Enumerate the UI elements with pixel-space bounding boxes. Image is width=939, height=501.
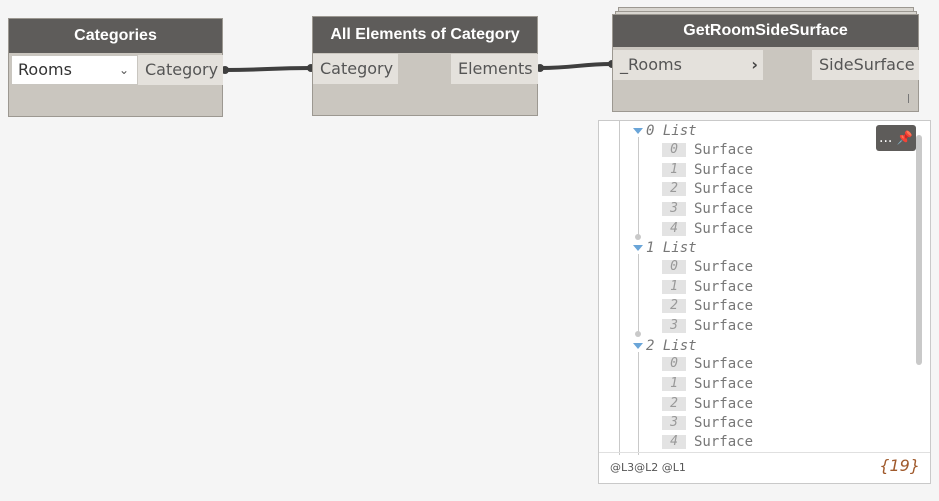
item-index: 2	[662, 299, 686, 313]
list-item: 1 Surface	[662, 374, 753, 394]
collapse-caret-icon[interactable]	[633, 245, 643, 251]
list-item: 2 Surface	[662, 296, 753, 316]
item-value: Surface	[694, 279, 754, 295]
item-index: 1	[662, 163, 686, 177]
categories-node-title: Categories	[9, 19, 222, 53]
get-room-side-surface-node[interactable]: GetRoomSideSurface _Rooms › SideSurface	[612, 14, 919, 112]
item-value: Surface	[694, 259, 754, 275]
tree-guide-line	[638, 137, 639, 237]
preview-footer: @L3@L2 @L1 {19}	[599, 452, 930, 483]
category-dropdown-value: Rooms	[18, 60, 72, 79]
get-room-input-port[interactable]: _Rooms ›	[613, 50, 763, 80]
list-item: 2 Surface	[662, 394, 753, 414]
tree-guide-dot	[635, 234, 641, 240]
node-stack-shadow	[618, 7, 914, 13]
item-index: 0	[662, 143, 686, 157]
item-value: Surface	[694, 396, 754, 412]
item-value: Surface	[694, 434, 754, 450]
item-index: 4	[662, 222, 686, 236]
item-count: {19}	[879, 456, 920, 475]
item-index: 0	[662, 357, 686, 371]
item-value: Surface	[694, 221, 754, 237]
item-value: Surface	[694, 162, 754, 178]
tree-guide-line	[619, 121, 620, 455]
collapse-caret-icon[interactable]	[633, 343, 643, 349]
list-item: 2 Surface	[662, 179, 753, 199]
item-index: 2	[662, 182, 686, 196]
list-item: 3 Surface	[662, 316, 753, 336]
item-index: 3	[662, 319, 686, 333]
categories-output-label: Category	[145, 60, 219, 79]
all-elements-output-port[interactable]: Elements	[451, 54, 538, 84]
list-item: 0 Surface	[662, 354, 753, 374]
all-elements-output-label: Elements	[458, 59, 533, 78]
item-index: 3	[662, 202, 686, 216]
list-header[interactable]: 1 List	[633, 238, 697, 258]
item-value: Surface	[694, 181, 754, 197]
chevron-right-icon: ›	[751, 55, 758, 74]
list-item: 0 Surface	[662, 257, 753, 277]
collapse-caret-icon[interactable]	[633, 128, 643, 134]
item-index: 4	[662, 435, 686, 449]
get-room-input-label: _Rooms	[620, 55, 682, 74]
list-header[interactable]: 0 List	[633, 121, 697, 141]
item-value: Surface	[694, 298, 754, 314]
get-room-node-title: GetRoomSideSurface	[613, 15, 918, 47]
lacing-indicator	[908, 94, 909, 103]
list-label: 1 List	[646, 240, 697, 256]
item-value: Surface	[694, 142, 754, 158]
wire-all-elements-to-get-room	[539, 62, 613, 70]
all-elements-input-label: Category	[320, 59, 394, 78]
all-elements-input-port[interactable]: Category	[313, 54, 398, 84]
all-elements-node[interactable]: All Elements of Category Category Elemen…	[312, 16, 538, 116]
tree-guide-dot	[635, 331, 641, 337]
tree-guide-line	[638, 352, 639, 455]
wire-categories-to-all-elements	[224, 66, 312, 72]
item-index: 3	[662, 416, 686, 430]
categories-output-port[interactable]: Category	[138, 55, 223, 85]
list-item: 4 Surface	[662, 432, 753, 452]
item-value: Surface	[694, 415, 754, 431]
preview-scrollbar[interactable]	[916, 135, 922, 365]
list-label: 2 List	[646, 338, 697, 354]
item-index: 2	[662, 397, 686, 411]
get-room-output-port[interactable]: SideSurface	[812, 50, 919, 80]
categories-node[interactable]: Categories Rooms ⌄ Category	[8, 18, 223, 117]
item-value: Surface	[694, 356, 754, 372]
list-item: 3 Surface	[662, 413, 753, 433]
list-item: 3 Surface	[662, 199, 753, 219]
item-index: 0	[662, 260, 686, 274]
tree-guide-line	[638, 254, 639, 334]
pin-preview-button[interactable]: ... 📌	[876, 125, 916, 151]
item-value: Surface	[694, 201, 754, 217]
all-elements-node-title: All Elements of Category	[313, 17, 537, 53]
list-item: 1 Surface	[662, 160, 753, 180]
list-header[interactable]: 2 List	[633, 336, 697, 356]
more-options-label: ...	[879, 130, 893, 146]
list-levels[interactable]: @L3@L2 @L1	[610, 461, 686, 474]
item-index: 1	[662, 377, 686, 391]
category-dropdown[interactable]: Rooms ⌄	[11, 55, 138, 85]
pin-icon: 📌	[896, 131, 913, 146]
list-item: 4 Surface	[662, 219, 753, 239]
get-room-output-label: SideSurface	[819, 55, 915, 74]
list-item: 0 Surface	[662, 140, 753, 160]
item-value: Surface	[694, 318, 754, 334]
item-index: 1	[662, 280, 686, 294]
chevron-down-icon: ⌄	[118, 63, 129, 77]
list-item: 1 Surface	[662, 277, 753, 297]
list-label: 0 List	[646, 123, 697, 139]
item-value: Surface	[694, 376, 754, 392]
